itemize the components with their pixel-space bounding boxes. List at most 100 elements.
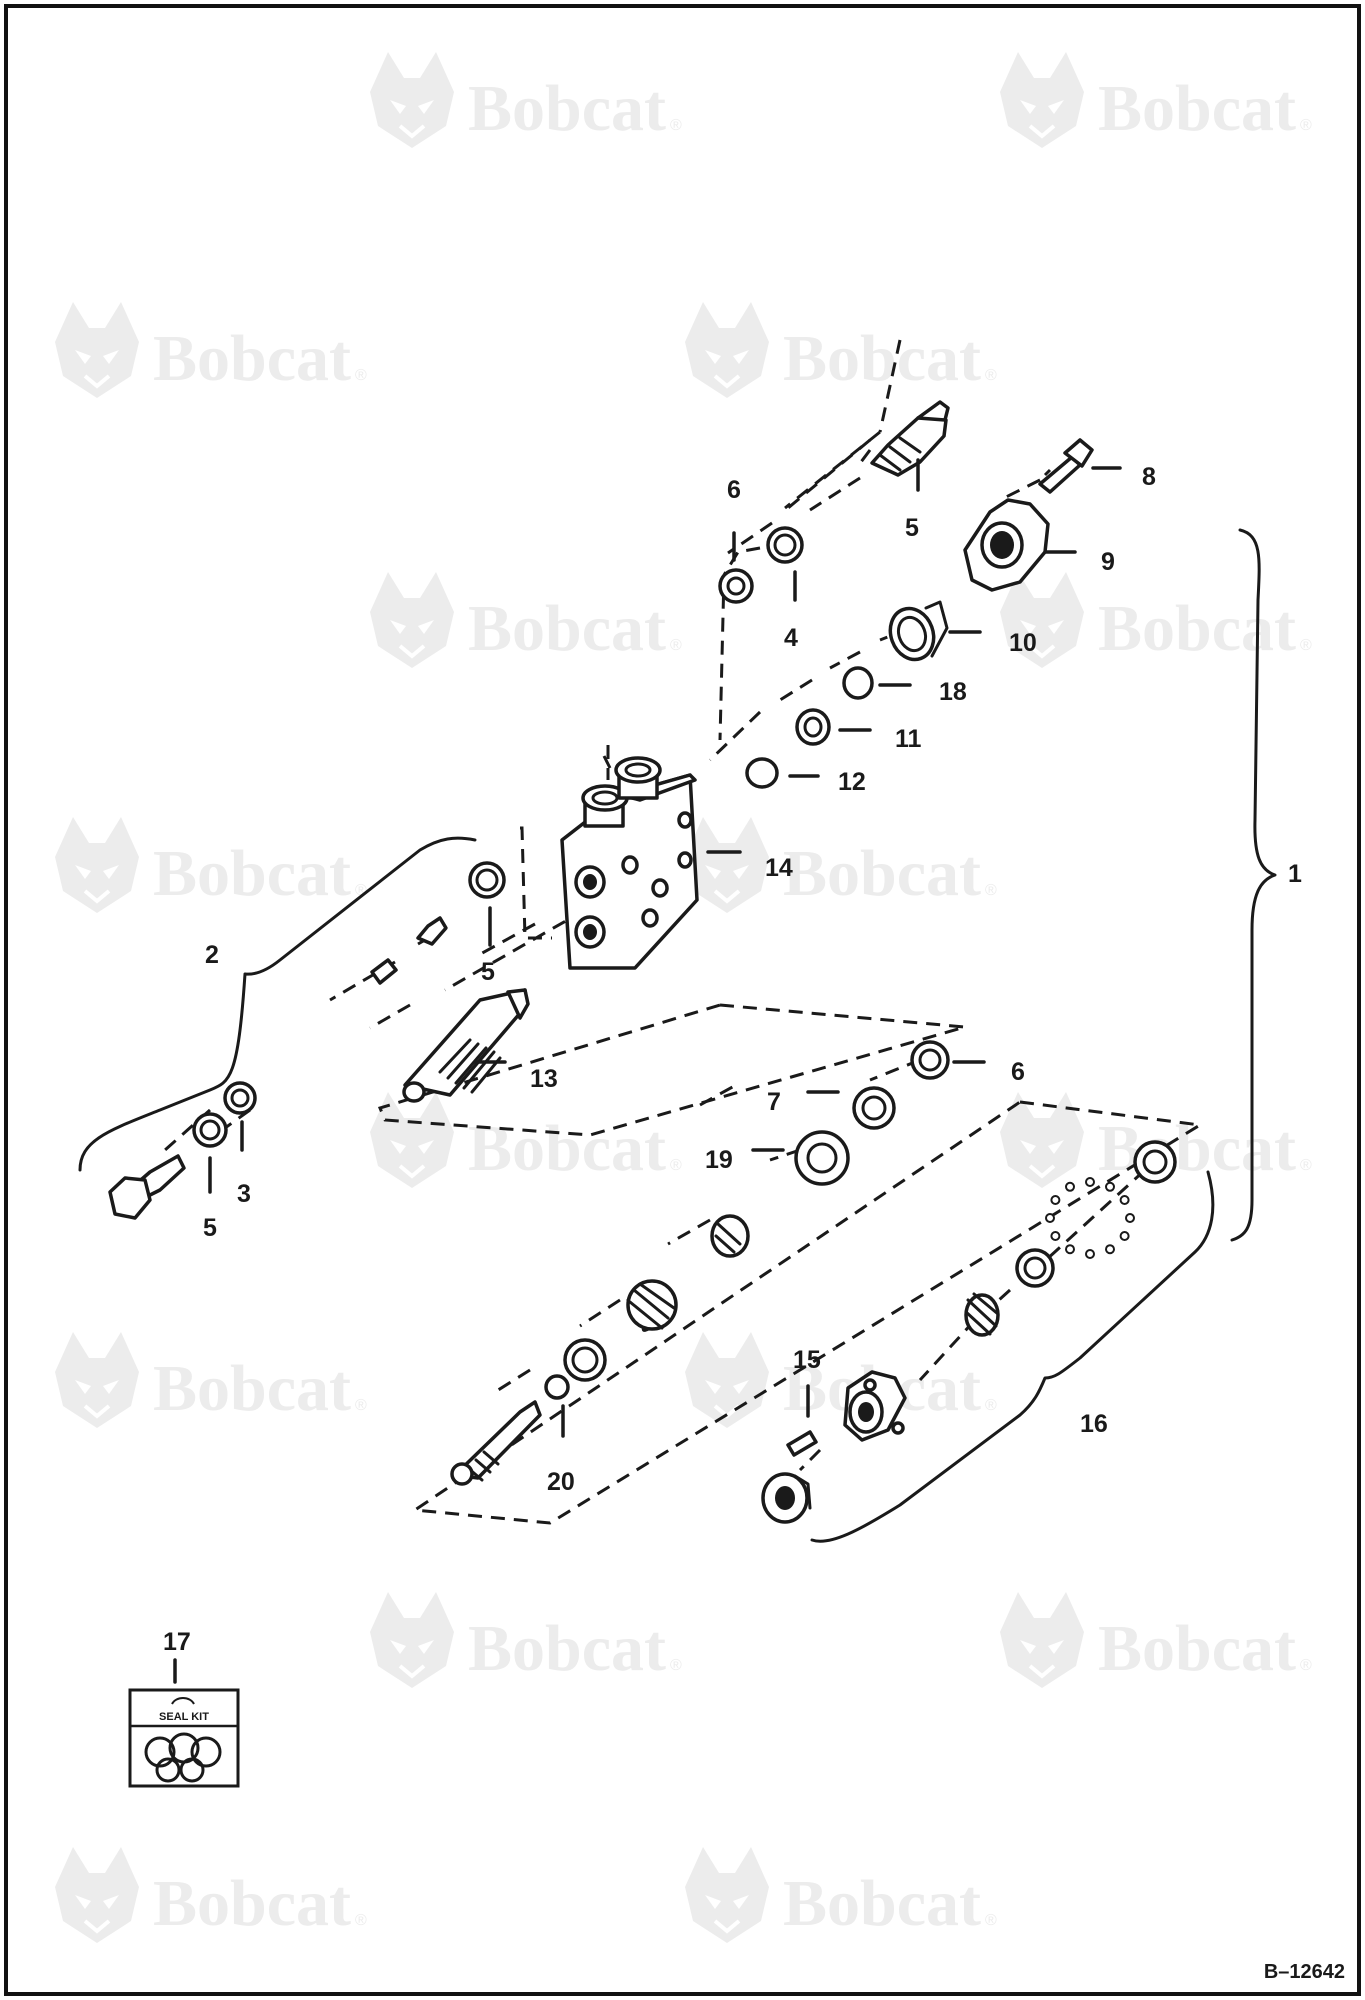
detent-ball [1065, 1181, 1075, 1192]
part-spring-seat [710, 1214, 750, 1258]
watermark-text: Bobcat [783, 837, 981, 910]
assembly-braces [78, 528, 1277, 1543]
watermark-registered-mark: ® [1300, 637, 1312, 654]
watermark-text: Bobcat [468, 1112, 666, 1185]
watermark-tile: Bobcat® [683, 1845, 997, 1945]
callout-8: 8 [1142, 463, 1156, 491]
watermark-tile: Bobcat® [368, 1090, 682, 1190]
part-9-flange [963, 498, 1050, 592]
callout-5-oring: 5 [481, 958, 495, 986]
bobcat-head-logo-icon [368, 570, 456, 670]
bobcat-head-logo-icon [53, 300, 141, 400]
assembly-dashed-lines [164, 339, 1205, 1525]
detent-ball [1065, 1244, 1075, 1255]
watermark-registered-mark: ® [1300, 117, 1312, 134]
part-4-oring [766, 526, 804, 564]
part-11-spacer [795, 708, 831, 746]
part-13-spool [402, 988, 530, 1103]
callout-20: 20 [547, 1468, 575, 1496]
seal-kit-label: SEAL KIT [159, 1711, 209, 1723]
watermark-text: Bobcat [1098, 1112, 1296, 1185]
part-8-screw [1038, 438, 1094, 494]
part-20-oring [544, 1374, 570, 1400]
watermark-registered-mark: ® [985, 1397, 997, 1414]
bobcat-head-logo-icon [368, 50, 456, 150]
part-19-washer [794, 1130, 850, 1186]
part-5-fitting [870, 400, 950, 477]
callout-3: 3 [237, 1180, 251, 1208]
callout-5-washer: 5 [203, 1214, 217, 1242]
bobcat-head-logo-icon [683, 300, 771, 400]
watermark-tile: Bobcat® [53, 300, 367, 400]
callout-12: 12 [838, 768, 866, 796]
watermark-layer: Bobcat®Bobcat®Bobcat®Bobcat®Bobcat®Bobca… [53, 50, 1312, 1945]
part-16-plug [761, 1472, 812, 1524]
detent-ball [1105, 1181, 1115, 1192]
callout-16: 16 [1080, 1410, 1108, 1438]
detent-ball [1050, 1195, 1061, 1205]
part-spring-large [626, 1279, 678, 1332]
part-14-valve-body [560, 756, 699, 970]
bobcat-head-logo-icon [53, 1330, 141, 1430]
callout-10: 10 [1009, 629, 1037, 657]
part-16-cap [843, 1370, 907, 1442]
watermark-registered-mark: ® [1300, 1157, 1312, 1174]
watermark-registered-mark: ® [670, 1157, 682, 1174]
part-15-screw [786, 1430, 818, 1457]
watermark-registered-mark: ® [670, 637, 682, 654]
watermark-registered-mark: ® [355, 1397, 367, 1414]
part-7-bushing [852, 1086, 896, 1130]
detent-ball [1085, 1249, 1095, 1259]
watermark-tile: Bobcat® [683, 815, 997, 915]
watermark-text: Bobcat [1098, 72, 1296, 145]
callout-numbers: 1 2 3 4 5 5 5 6 6 7 8 9 10 11 12 13 14 1… [163, 463, 1302, 1656]
watermark-registered-mark: ® [670, 1657, 682, 1674]
watermark-tile: Bobcat® [998, 570, 1312, 670]
watermark-text: Bobcat [468, 1612, 666, 1685]
page-border [4, 4, 1361, 1996]
watermark-tile: Bobcat® [368, 50, 682, 150]
watermark-registered-mark: ® [985, 367, 997, 384]
callout-7: 7 [767, 1088, 781, 1116]
part-3-oring [223, 1081, 257, 1115]
part-2-relief-parts [370, 916, 448, 985]
part-5-washer [192, 1112, 228, 1148]
watermark-text: Bobcat [783, 1867, 981, 1940]
callout-11: 11 [895, 725, 922, 753]
watermark-text: Bobcat [153, 322, 351, 395]
bobcat-head-logo-icon [683, 1330, 771, 1430]
bobcat-head-logo-icon [53, 1845, 141, 1945]
watermark-text: Bobcat [153, 1867, 351, 1940]
watermark-registered-mark: ® [355, 367, 367, 384]
part-spring-small [563, 1338, 607, 1382]
part-16-washer [1015, 1248, 1055, 1288]
part-5-oring-left [468, 861, 506, 899]
watermark-tile: Bobcat® [53, 1330, 367, 1430]
callout-6-lower: 6 [1011, 1058, 1025, 1086]
watermark-text: Bobcat [468, 72, 666, 145]
part-10-plug [888, 600, 949, 662]
detent-ball [1105, 1244, 1115, 1255]
callout-17: 17 [163, 1628, 191, 1656]
watermark-tile: Bobcat® [368, 1590, 682, 1690]
part-18-oring [842, 666, 874, 700]
part-6-oring-top [718, 568, 754, 604]
watermark-tile: Bobcat® [998, 50, 1312, 150]
watermark-tile: Bobcat® [998, 1090, 1312, 1190]
callout-14: 14 [765, 854, 793, 882]
part-bolt [108, 1154, 186, 1220]
watermark-registered-mark: ® [1300, 1657, 1312, 1674]
callout-19: 19 [705, 1146, 733, 1174]
bobcat-head-logo-icon [53, 815, 141, 915]
part-16-balls [1045, 1177, 1135, 1259]
watermark-tile: Bobcat® [683, 300, 997, 400]
detent-ball [1119, 1195, 1130, 1205]
callout-9: 9 [1101, 548, 1115, 576]
callout-1: 1 [1288, 860, 1302, 888]
bobcat-head-logo-icon [998, 50, 1086, 150]
watermark-tile: Bobcat® [53, 1845, 367, 1945]
part-16-washer-top [1133, 1140, 1177, 1184]
watermark-registered-mark: ® [355, 1912, 367, 1929]
watermark-tile: Bobcat® [368, 570, 682, 670]
